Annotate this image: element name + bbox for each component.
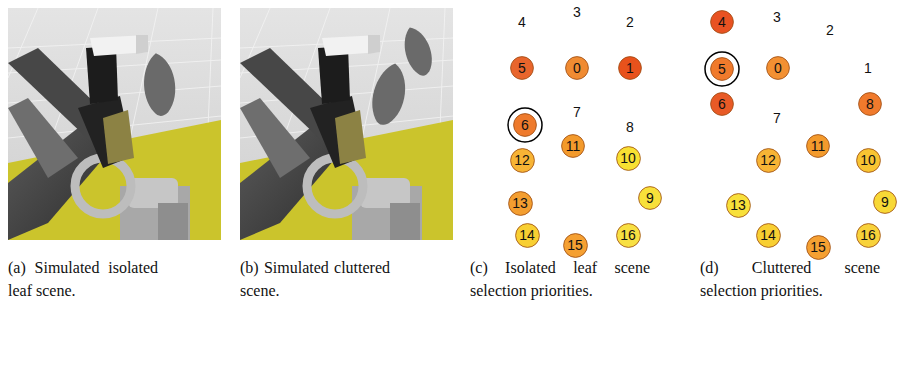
priority-circle: 11	[561, 134, 585, 158]
plain-number: 3	[573, 5, 581, 19]
priority-circle: 6	[513, 113, 537, 137]
priority-number: 15	[563, 233, 588, 258]
priority-number: 9	[638, 186, 662, 210]
priority-number: 15	[806, 235, 831, 260]
circle-fill	[856, 223, 880, 247]
circle-fill	[756, 148, 780, 172]
priority-number: 13	[508, 191, 533, 216]
plain-number: 8	[626, 120, 634, 134]
plain-number: 2	[626, 15, 634, 29]
subfigure-caption: (a) Simulated isolated leaf scene.	[8, 256, 158, 302]
circle-fill	[856, 148, 880, 172]
circle-fill	[514, 114, 537, 137]
circle-fill	[711, 11, 734, 34]
priority-circle: 13	[726, 193, 751, 218]
priority-circle: 0	[766, 56, 790, 80]
priority-circle: 12	[510, 148, 535, 173]
circle-fill	[874, 191, 897, 214]
priority-number: 1	[618, 56, 642, 80]
priority-number: 10	[856, 148, 881, 173]
plain-number: 4	[518, 15, 526, 29]
priority-circle: 14	[515, 223, 540, 248]
priority-number: 8	[858, 92, 882, 116]
plain-number: 2	[826, 23, 834, 37]
subfigure-caption: (c) Isolated leaf scene selection priori…	[470, 256, 650, 302]
circle-fill	[563, 233, 587, 257]
priority-circle: 4	[710, 10, 734, 34]
circle-fill	[806, 235, 830, 259]
priority-number: 14	[515, 223, 540, 248]
circle-fill	[639, 187, 662, 210]
priority-circle: 13	[508, 191, 533, 216]
priority-number: 13	[726, 193, 751, 218]
priority-circle: 15	[563, 233, 588, 258]
priority-number: 0	[565, 56, 589, 80]
priority-circle: 8	[858, 92, 882, 116]
priority-circle: 15	[806, 235, 831, 260]
priority-circle: 0	[565, 56, 589, 80]
circle-fill	[807, 135, 830, 158]
priority-number: 4	[710, 10, 734, 34]
circle-fill	[510, 148, 534, 172]
plain-number: 3	[773, 10, 781, 24]
priority-circle: 5	[710, 57, 734, 81]
priority-number: 12	[510, 148, 535, 173]
priority-circle: 1	[618, 56, 642, 80]
priority-circle: 11	[806, 134, 830, 158]
priority-number: 9	[873, 190, 897, 214]
priority-circle: 10	[856, 148, 881, 173]
priority-number: 11	[806, 134, 830, 158]
priority-circle: 6	[710, 92, 734, 116]
priority-number: 10	[616, 146, 641, 171]
circle-fill	[756, 223, 780, 247]
circle-fill	[616, 223, 640, 247]
circle-fill	[619, 57, 642, 80]
subfigure-caption: (b) Simulated cluttered scene.	[240, 256, 390, 302]
priority-circle: 12	[756, 148, 781, 173]
circle-fill	[566, 57, 589, 80]
plain-number: 1	[864, 61, 872, 75]
circle-fill	[511, 57, 534, 80]
priority-number: 6	[513, 113, 537, 137]
circle-fill	[726, 193, 750, 217]
priority-number: 16	[616, 223, 641, 248]
priority-circle: 10	[616, 146, 641, 171]
circle-fill	[562, 135, 585, 158]
plain-number: 7	[573, 105, 581, 119]
priority-number: 14	[756, 223, 781, 248]
circle-fill	[711, 93, 734, 116]
priority-number: 5	[510, 56, 534, 80]
plain-number: 7	[773, 111, 781, 125]
priority-number: 11	[561, 134, 585, 158]
priority-circle: 9	[873, 190, 897, 214]
subfigure-caption: (d) Cluttered scene selection priorities…	[700, 256, 880, 302]
priority-circle: 16	[856, 223, 881, 248]
priority-number: 12	[756, 148, 781, 173]
priority-number: 6	[710, 92, 734, 116]
priority-number: 16	[856, 223, 881, 248]
priority-circle: 16	[616, 223, 641, 248]
priority-circle: 14	[756, 223, 781, 248]
circle-fill	[616, 146, 640, 170]
circle-fill	[767, 57, 790, 80]
priority-circle: 9	[638, 186, 662, 210]
circle-fill	[859, 93, 882, 116]
circle-fill	[711, 58, 734, 81]
priority-number: 0	[766, 56, 790, 80]
priority-circle: 5	[510, 56, 534, 80]
circle-fill	[508, 191, 532, 215]
priority-number: 5	[710, 57, 734, 81]
circle-fill	[515, 223, 539, 247]
